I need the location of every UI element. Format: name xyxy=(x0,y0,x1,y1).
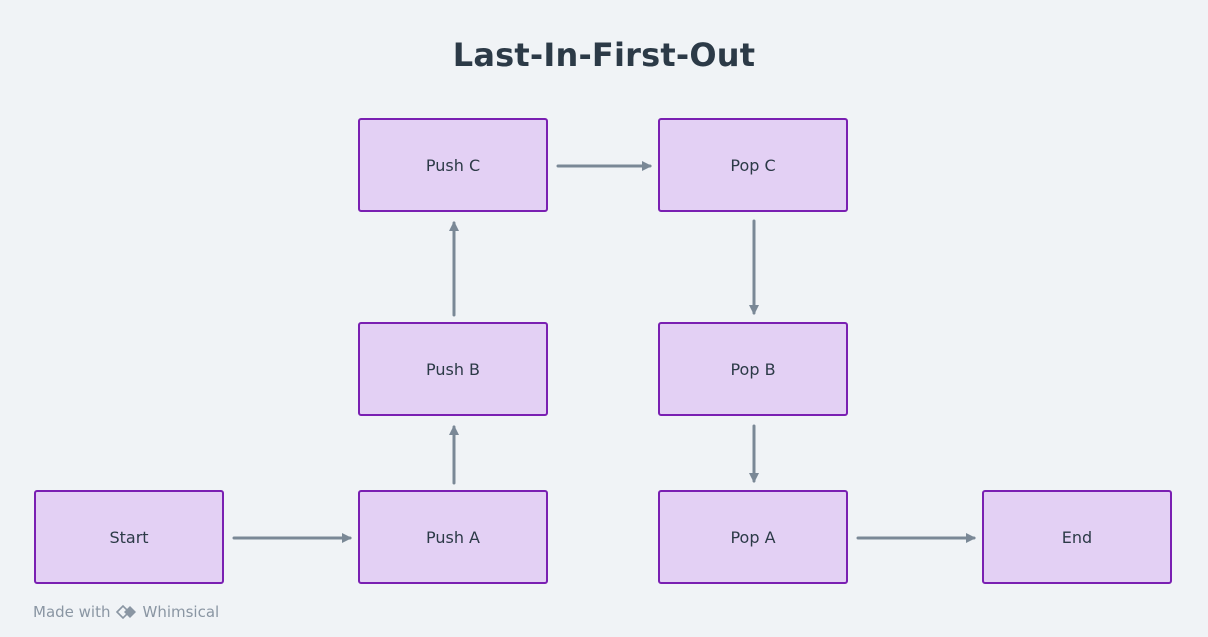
node-start[interactable]: Start xyxy=(34,490,224,584)
node-pop-a[interactable]: Pop A xyxy=(658,490,848,584)
node-push-b[interactable]: Push B xyxy=(358,322,548,416)
node-push-a[interactable]: Push A xyxy=(358,490,548,584)
whimsical-logo-icon xyxy=(116,605,138,619)
brand-name: Whimsical xyxy=(142,603,220,621)
node-push-c[interactable]: Push C xyxy=(358,118,548,212)
node-pop-b[interactable]: Pop B xyxy=(658,322,848,416)
diagram-title: Last-In-First-Out xyxy=(452,36,756,74)
node-end[interactable]: End xyxy=(982,490,1172,584)
node-pop-c[interactable]: Pop C xyxy=(658,118,848,212)
brand-prefix: Made with xyxy=(33,603,111,621)
made-with-whimsical-badge[interactable]: Made with Whimsical xyxy=(33,603,219,621)
